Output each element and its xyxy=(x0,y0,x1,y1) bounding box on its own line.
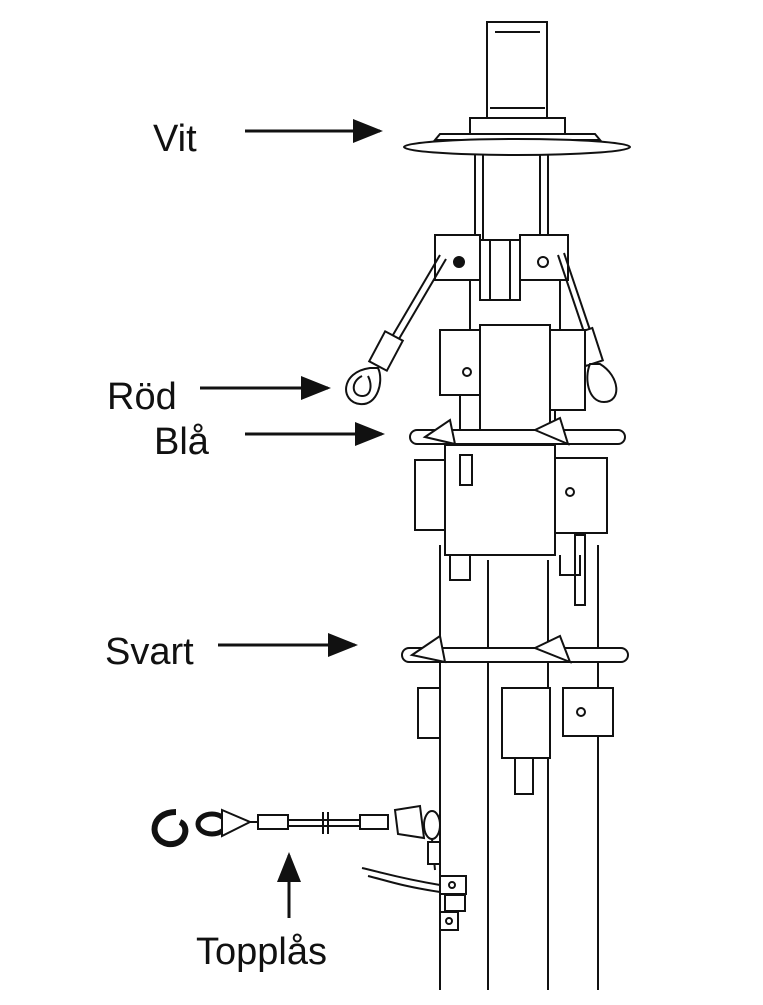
lower-blocks xyxy=(417,687,614,795)
label-topplas: Topplås xyxy=(196,931,327,973)
middle-body-lower xyxy=(414,444,608,606)
bla-ring xyxy=(409,416,626,446)
guy-wires xyxy=(345,252,618,406)
middle-body-upper xyxy=(439,324,586,431)
svart-ring xyxy=(401,634,629,664)
guide-rods xyxy=(474,155,549,240)
label-vit: Vit xyxy=(153,118,197,160)
vit-disc xyxy=(403,138,631,156)
label-svart: Svart xyxy=(105,631,194,673)
label-bla: Blå xyxy=(154,421,209,463)
top-tube xyxy=(432,21,603,141)
upper-clamp-section xyxy=(434,234,569,330)
label-rod: Röd xyxy=(107,376,177,418)
topplas-assembly xyxy=(151,804,467,931)
